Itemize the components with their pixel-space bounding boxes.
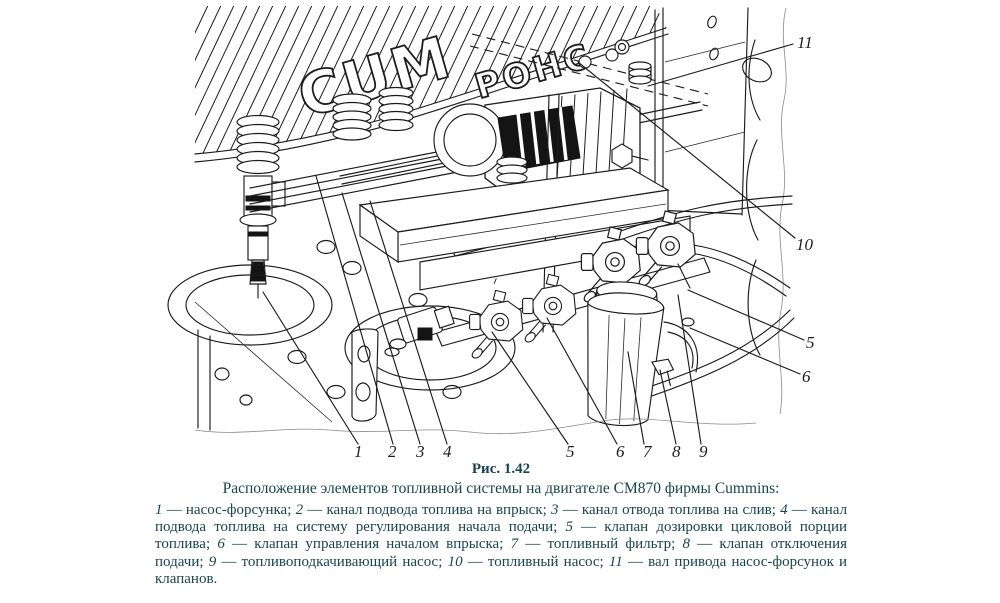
legend-desc: — канал подвода топлива на систему регул… bbox=[155, 502, 848, 536]
callout-7: 7 bbox=[643, 442, 653, 460]
legend-num: 9 bbox=[208, 553, 217, 570]
injector-spring bbox=[378, 86, 414, 132]
legend-item: 8 — клапан отключения подачи; bbox=[155, 536, 847, 569]
callout-3: 3 bbox=[415, 442, 425, 460]
legend-num: 4 bbox=[780, 502, 788, 518]
fuel-pump bbox=[433, 39, 652, 333]
callout-6b: 6 bbox=[616, 442, 625, 460]
callout-6r: 6 bbox=[802, 367, 811, 386]
legend-num: 3 bbox=[550, 502, 559, 518]
callout-1: 1 bbox=[354, 442, 363, 460]
legend-num: 8 bbox=[682, 536, 690, 553]
hex-fitting bbox=[611, 143, 633, 169]
legend-item: 1 — насос-форсунка; bbox=[155, 502, 291, 518]
figure-number: Рис. 1.42 bbox=[471, 461, 531, 477]
legend-desc: — клапан отключения подачи; bbox=[155, 536, 848, 570]
legend-desc: — клапан дозировки цикловой порции топли… bbox=[155, 519, 848, 553]
engine-diagram: CUM РОНС bbox=[167, 6, 815, 460]
legend-desc: — топливоподкачивающий насос; bbox=[221, 553, 443, 570]
gasket-dashed-line bbox=[469, 45, 709, 107]
mounting-bracket bbox=[351, 328, 379, 422]
leader-lines bbox=[262, 43, 805, 445]
legend-item: 11 — вал привода насос-форсунок и клапан… bbox=[155, 554, 847, 587]
callout-5r: 5 bbox=[806, 333, 815, 352]
callout-11: 11 bbox=[797, 33, 813, 52]
legend-item: 7 — топливный фильтр; bbox=[511, 536, 676, 552]
legend-num: 5 bbox=[565, 519, 573, 536]
legend-desc: — клапан управления началом впрыска; bbox=[232, 536, 504, 553]
legend-desc: — насос-форсунка; bbox=[166, 502, 292, 518]
torn-edge-right bbox=[778, 7, 787, 415]
callout-numbers: 1 2 3 4 5 6 7 8 9 5 6 10 11 bbox=[354, 33, 815, 460]
legend-item: 9 — топливоподкачивающий насос; bbox=[209, 554, 443, 570]
fuel-manifold bbox=[358, 167, 691, 291]
legend-item: 10 — топливный насос; bbox=[448, 554, 604, 570]
legend-num: 7 bbox=[510, 536, 519, 553]
legend-item: 4 — канал подвода топлива на систему рег… bbox=[155, 502, 847, 535]
legend-num: 2 bbox=[295, 502, 304, 518]
timing-valve bbox=[522, 273, 577, 345]
callout-8: 8 bbox=[672, 442, 681, 460]
callout-5b: 5 bbox=[566, 442, 575, 460]
fuel-filter bbox=[587, 281, 675, 427]
injector-spring bbox=[332, 93, 372, 141]
legend-item: 2 — канал подвода топлива на впрыск; bbox=[296, 502, 547, 518]
figure-legend: 1 — насос-форсунка; 2 — канал подвода то… bbox=[155, 502, 847, 588]
torn-edge-bottom bbox=[194, 418, 757, 435]
legend-item: 3 — канал отвода топлива на слив; bbox=[551, 502, 776, 518]
callout-2: 2 bbox=[388, 442, 397, 460]
legend-num: 11 bbox=[608, 553, 623, 570]
engine-block-skirt bbox=[194, 301, 333, 431]
callout-10: 10 bbox=[796, 235, 814, 254]
legend-desc: — вал привода насос-форсунок и клапанов. bbox=[155, 553, 848, 587]
legend-item: 5 — клапан дозировки цикловой порции топ… bbox=[155, 519, 847, 552]
injector-spring bbox=[236, 114, 280, 175]
callout-9: 9 bbox=[699, 442, 708, 460]
legend-desc: — канал подвода топлива на впрыск; bbox=[307, 502, 547, 518]
legend-num: 1 bbox=[155, 502, 163, 518]
figure-title: Расположение элементов топливной системы… bbox=[222, 480, 780, 497]
legend-desc: — топливный фильтр; bbox=[525, 536, 676, 553]
valve-port-cap bbox=[681, 317, 695, 327]
unit-injector bbox=[239, 175, 286, 299]
figure-caption: Рис. 1.42 Расположение элементов топливн… bbox=[155, 461, 847, 603]
shutoff-valve bbox=[651, 358, 675, 376]
legend-num: 6 bbox=[217, 536, 225, 553]
flywheel-housing bbox=[654, 7, 787, 415]
legend-item: 6 — клапан управления началом впрыска; bbox=[217, 536, 503, 552]
valve-port bbox=[677, 263, 691, 289]
callout-4: 4 bbox=[443, 442, 452, 460]
legend-num: 10 bbox=[447, 553, 463, 570]
legend-desc: — канал отвода топлива на слив; bbox=[562, 502, 776, 518]
lift-pump bbox=[663, 321, 698, 373]
legend-desc: — топливный насос; bbox=[467, 553, 604, 570]
